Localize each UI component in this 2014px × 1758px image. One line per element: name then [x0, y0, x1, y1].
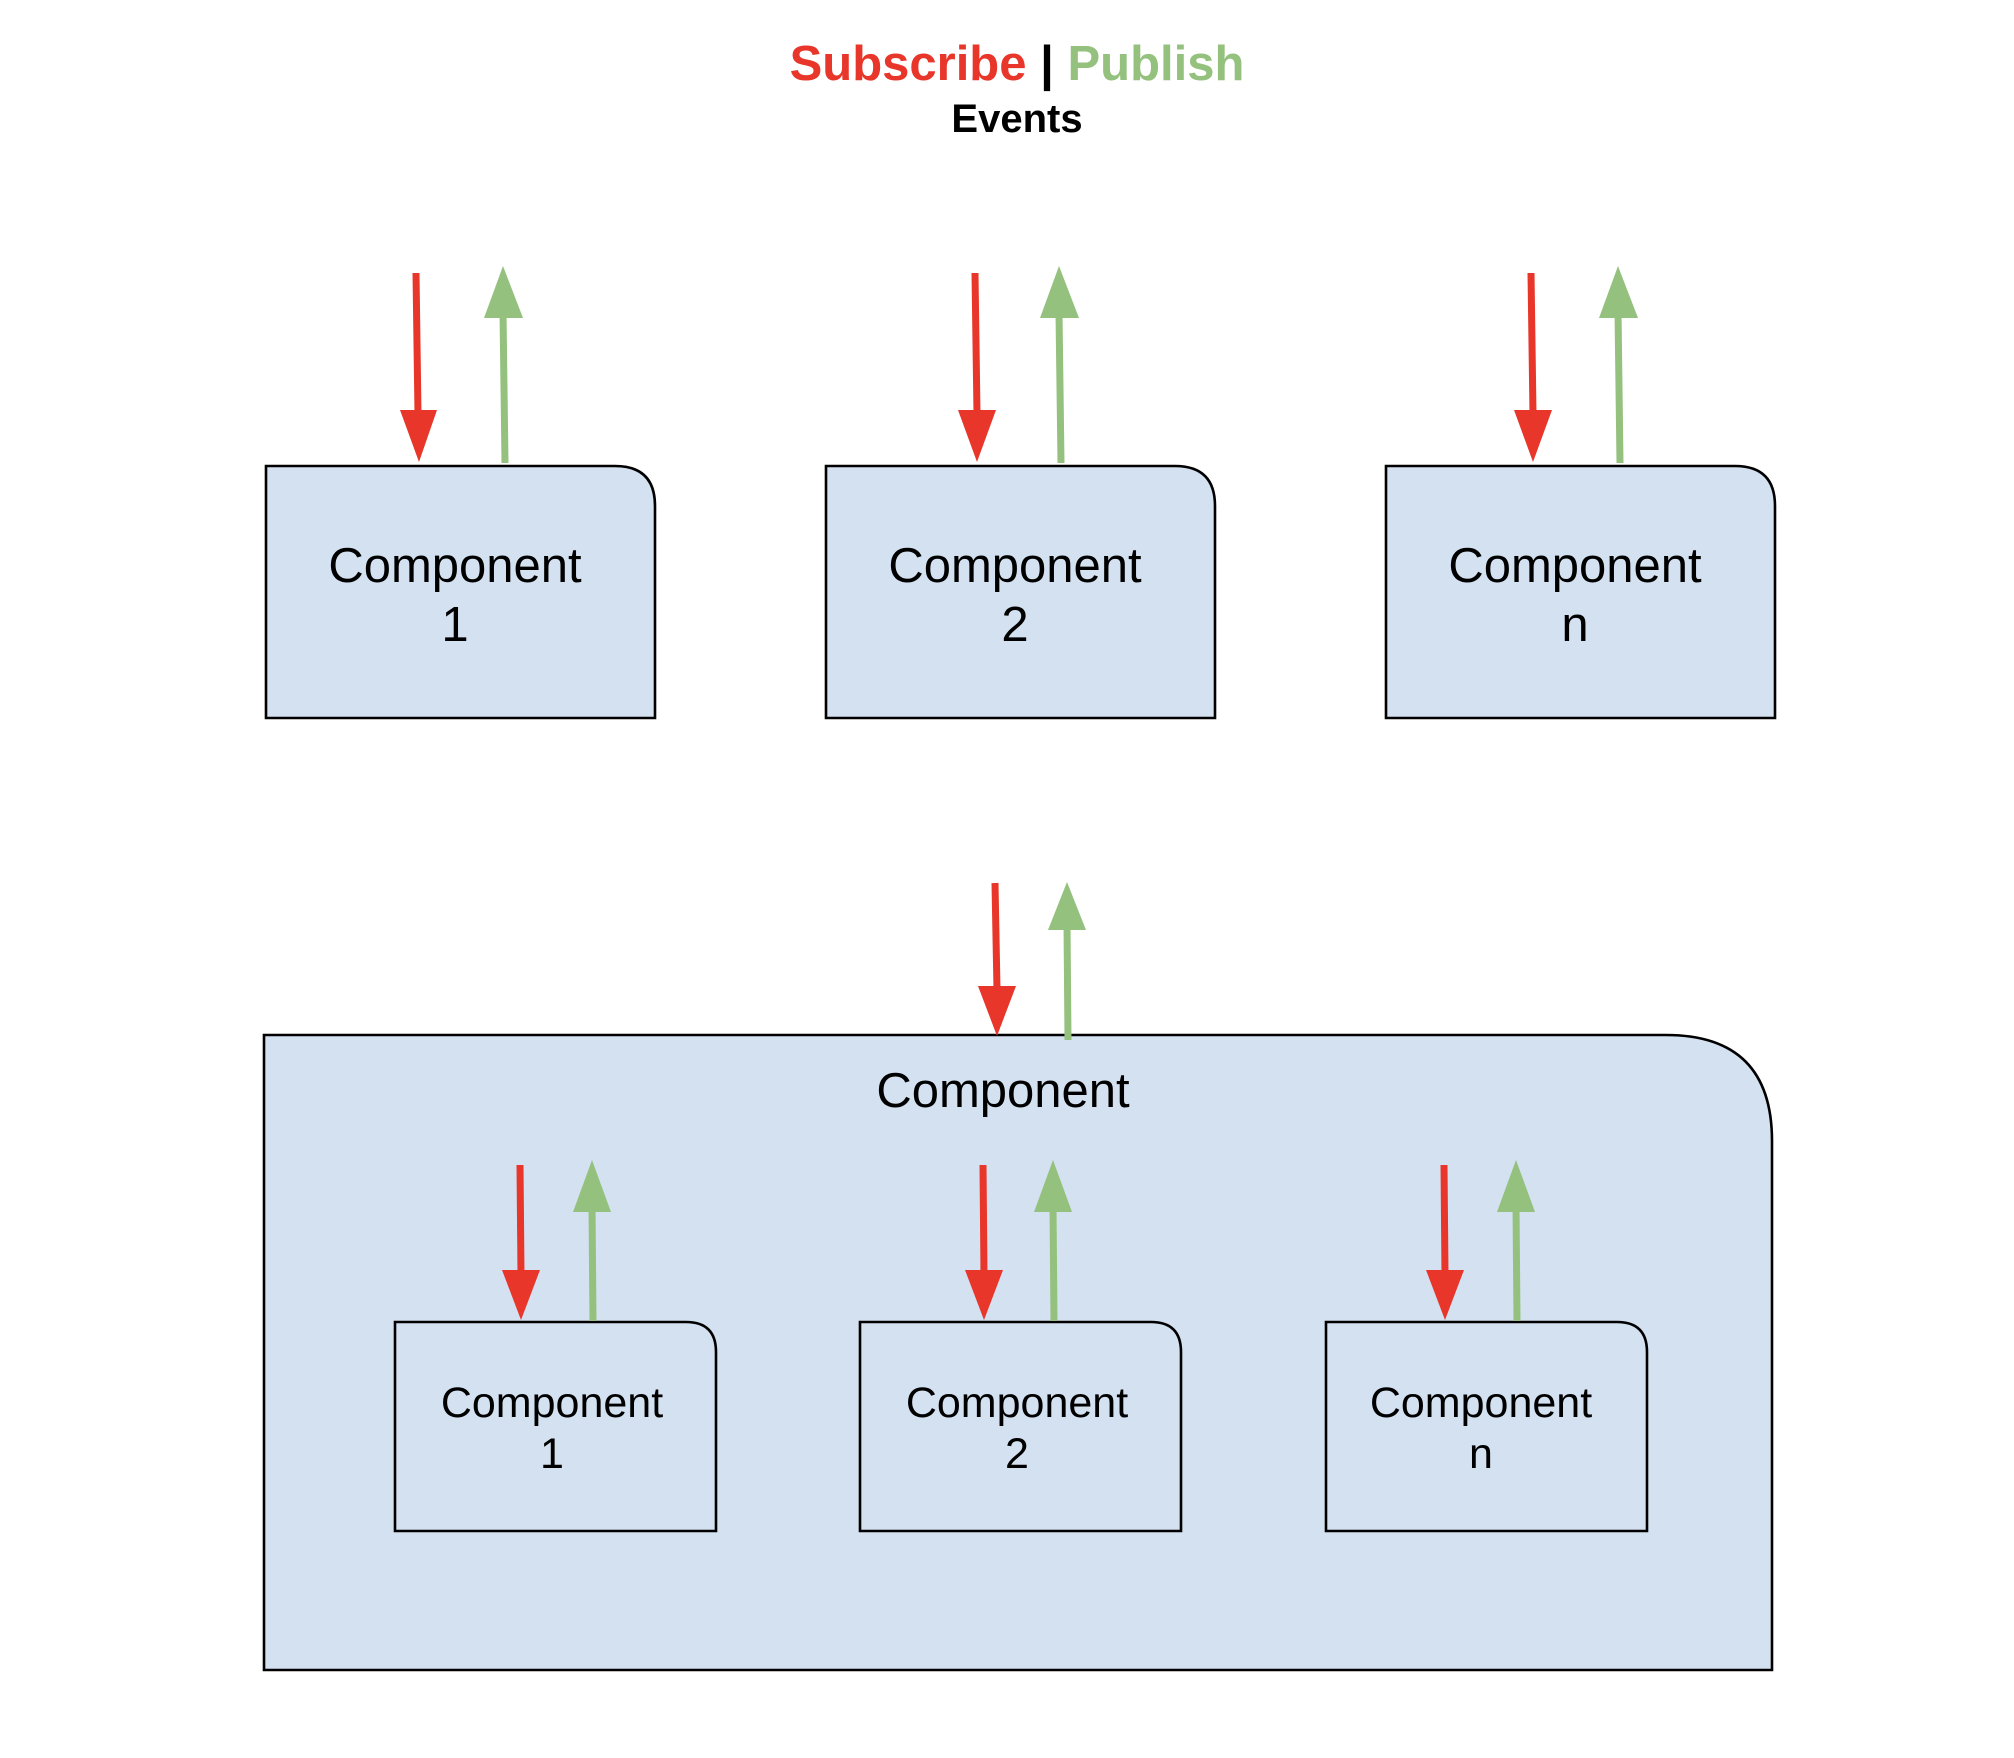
- inner-component-1-subscribe-arrow: [502, 1164, 540, 1320]
- inner-component-1: Component 1: [393, 1320, 718, 1533]
- top-component-1-subscribe-arrow: [400, 272, 437, 462]
- top-component-2-publish-arrow: [1040, 266, 1079, 464]
- inner-component-n-name: Component: [1370, 1379, 1592, 1427]
- container-subscribe-arrow: [978, 882, 1016, 1036]
- container-publish-arrow: [1048, 882, 1086, 1041]
- inner-component-n-publish-arrow: [1497, 1160, 1535, 1322]
- inner-component-2-number: 2: [1005, 1430, 1029, 1478]
- inner-component-1-publish-arrow: [573, 1160, 611, 1322]
- legend-subscribe: Subscribe: [790, 37, 1027, 91]
- top-component-1-number: 1: [441, 598, 468, 652]
- top-component-n-name: Component: [1448, 539, 1702, 593]
- top-component-2-name: Component: [888, 539, 1142, 593]
- legend-separator: |: [1040, 37, 1067, 91]
- legend-subtitle: Events: [951, 97, 1082, 141]
- top-component-1-publish-arrow: [484, 266, 523, 464]
- inner-component-n: Component n: [1324, 1320, 1649, 1533]
- top-component-2-subscribe-arrow: [958, 272, 996, 462]
- inner-component-1-number: 1: [540, 1430, 564, 1478]
- legend-title: Subscribe | Publish: [790, 37, 1245, 91]
- inner-component-2-subscribe-arrow: [965, 1164, 1003, 1320]
- legend-publish: Publish: [1067, 37, 1244, 91]
- top-component-n: Component n: [1384, 464, 1777, 720]
- top-component-2-number: 2: [1001, 598, 1028, 652]
- inner-component-2-publish-arrow: [1034, 1160, 1072, 1322]
- inner-component-n-subscribe-arrow: [1426, 1164, 1464, 1320]
- inner-component-2-name: Component: [906, 1379, 1128, 1427]
- top-component-1-name: Component: [328, 539, 582, 593]
- inner-component-1-name: Component: [441, 1379, 663, 1427]
- inner-component-n-number: n: [1469, 1430, 1493, 1478]
- top-component-2: Component 2: [824, 464, 1217, 720]
- inner-component-2: Component 2: [858, 1320, 1183, 1533]
- top-component-n-publish-arrow: [1599, 266, 1638, 464]
- container-component-label: Component: [876, 1064, 1130, 1118]
- top-component-1: Component 1: [264, 464, 657, 720]
- top-component-n-number: n: [1561, 598, 1588, 652]
- top-component-n-subscribe-arrow: [1514, 272, 1552, 462]
